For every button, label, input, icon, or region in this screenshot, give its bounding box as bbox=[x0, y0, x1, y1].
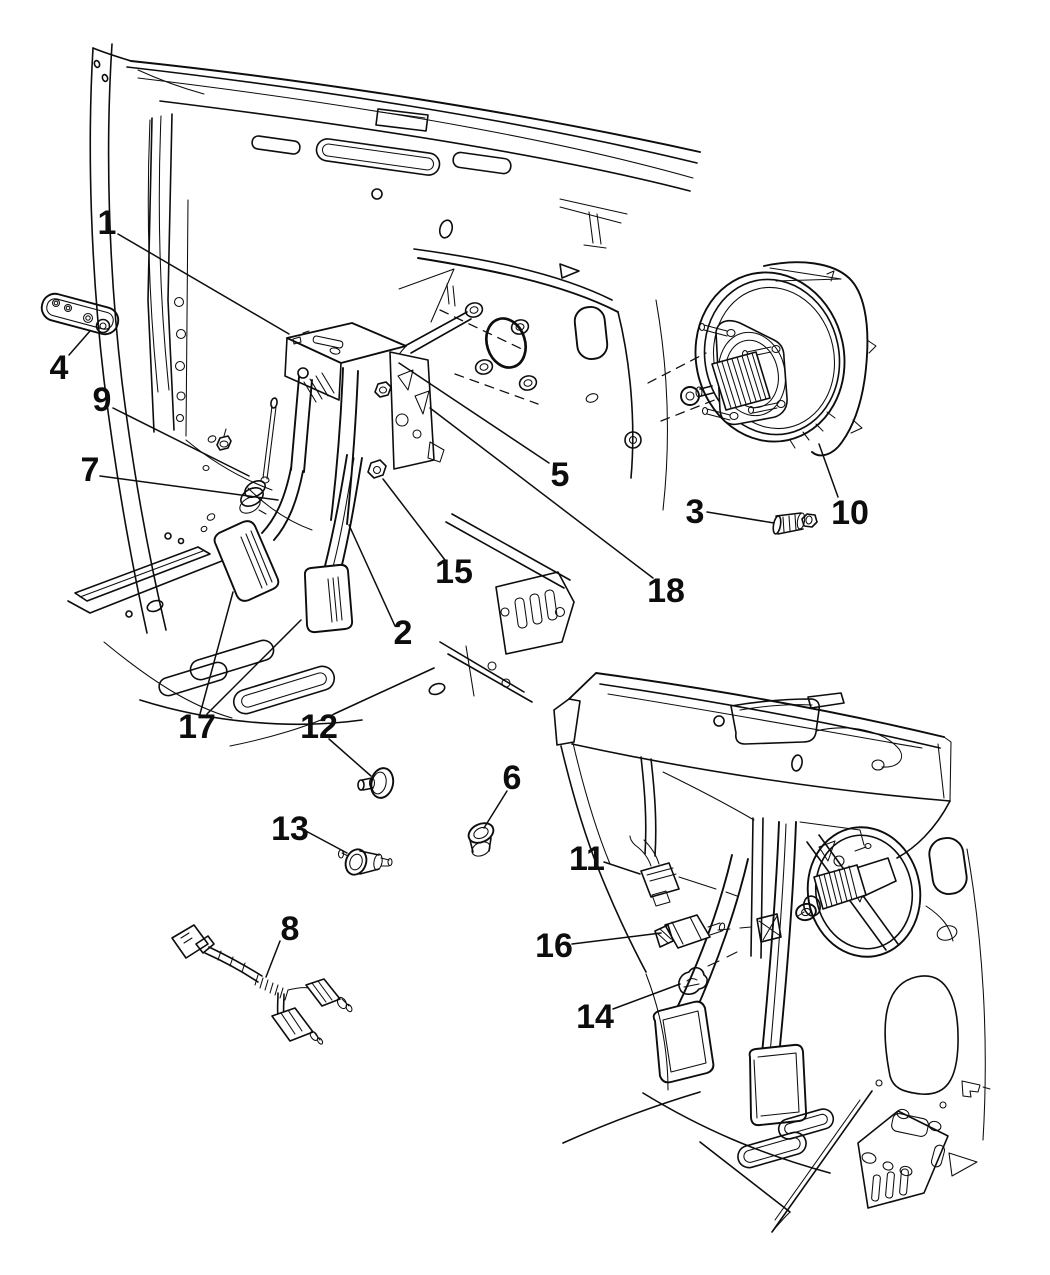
callout-14-leader bbox=[612, 983, 681, 1010]
view2-cowl-top bbox=[553, 672, 952, 802]
part13-switch bbox=[337, 848, 393, 876]
callout-7-leader bbox=[99, 475, 279, 501]
booster-hole bbox=[484, 317, 528, 369]
callout-17-leader-2 bbox=[206, 619, 302, 715]
callout-2-label: 2 bbox=[394, 614, 413, 652]
switch-mount-bracket bbox=[756, 913, 782, 943]
callout-18-leader bbox=[429, 407, 654, 579]
callout-12-label: 12 bbox=[300, 708, 338, 746]
part4-spacer-plate bbox=[40, 292, 120, 336]
callout-7-label: 7 bbox=[81, 451, 100, 489]
view1-frame-rail bbox=[428, 513, 575, 703]
harness-plug-lower bbox=[271, 1007, 314, 1042]
view1-dash-panel bbox=[185, 198, 668, 531]
callout-10-label: 10 bbox=[831, 494, 869, 532]
view2-pedal-bracket bbox=[750, 817, 922, 959]
part3-bolt bbox=[772, 512, 818, 535]
callout-9-leader bbox=[112, 407, 250, 477]
callout-17-leader-1 bbox=[199, 591, 234, 715]
switch-16 bbox=[664, 914, 711, 949]
clip-14 bbox=[678, 966, 708, 995]
bolt-head bbox=[801, 513, 818, 528]
booster-mount-ring bbox=[806, 826, 922, 958]
callout-15-label: 15 bbox=[435, 553, 473, 591]
view1-pedal-bracket bbox=[284, 268, 472, 525]
callout-11-label: 11 bbox=[569, 840, 605, 878]
pushrod-threads bbox=[813, 864, 867, 910]
callout-2-leader bbox=[348, 524, 396, 627]
bracket-bolt bbox=[374, 381, 392, 398]
callout-8-leader bbox=[265, 940, 281, 978]
callout-3-leader bbox=[706, 511, 775, 524]
callout-14-label: 14 bbox=[576, 998, 614, 1036]
pivot-nut bbox=[367, 459, 387, 479]
callout-13-label: 13 bbox=[271, 810, 309, 848]
nut-on-brace bbox=[216, 435, 232, 451]
view1-clutch-rod-and-spring bbox=[239, 397, 278, 515]
callout-1-label: 1 bbox=[98, 204, 117, 242]
part6-bushing bbox=[467, 822, 495, 857]
callout-12-leader bbox=[328, 738, 372, 777]
callout-16-leader bbox=[571, 932, 662, 945]
view2-switches bbox=[629, 835, 752, 995]
view2-dash-and-right-body bbox=[560, 742, 991, 1141]
harness-plug-upper bbox=[305, 978, 341, 1007]
callout-16-label: 16 bbox=[535, 927, 573, 965]
brake-booster bbox=[647, 261, 877, 457]
brake-pedal-pad bbox=[303, 563, 354, 634]
callout-3-label: 3 bbox=[686, 493, 705, 531]
view1-cowl-top bbox=[126, 60, 701, 239]
callout-4-leader bbox=[68, 330, 91, 356]
part8-wiring-harness bbox=[171, 924, 353, 1045]
view1-pedals bbox=[213, 454, 363, 634]
callout-6-label: 6 bbox=[503, 759, 522, 797]
booster-piston bbox=[711, 351, 771, 411]
view2-pedals bbox=[652, 821, 808, 1127]
view1-floor-pan bbox=[103, 639, 435, 747]
callout-13-leader bbox=[303, 829, 348, 854]
callout-6-leader bbox=[483, 790, 508, 829]
callout-17-label: 17 bbox=[178, 708, 216, 746]
callout-5-leader bbox=[398, 362, 550, 464]
callout-9-label: 9 bbox=[93, 381, 112, 419]
view1-a-pillar bbox=[67, 43, 233, 634]
callout-15-leader bbox=[382, 478, 446, 561]
switch-11 bbox=[640, 862, 680, 898]
view2-floor bbox=[562, 973, 978, 1233]
view1-inner-brace bbox=[147, 113, 232, 533]
callout-11-leader bbox=[603, 861, 641, 875]
callout-8-label: 8 bbox=[281, 910, 300, 948]
view2-clutch-pad bbox=[652, 1000, 715, 1084]
callout-5-label: 5 bbox=[551, 456, 570, 494]
callout-10-leader bbox=[818, 443, 839, 498]
view2-brake-pad bbox=[748, 1043, 808, 1127]
pushrod-clevis-eye bbox=[680, 386, 700, 406]
part12-grommet bbox=[357, 767, 395, 799]
callout-1-leader bbox=[117, 233, 290, 335]
callout-4-label: 4 bbox=[50, 349, 69, 387]
clutch-pedal-pad bbox=[213, 520, 280, 602]
callout-18-label: 18 bbox=[647, 572, 685, 610]
